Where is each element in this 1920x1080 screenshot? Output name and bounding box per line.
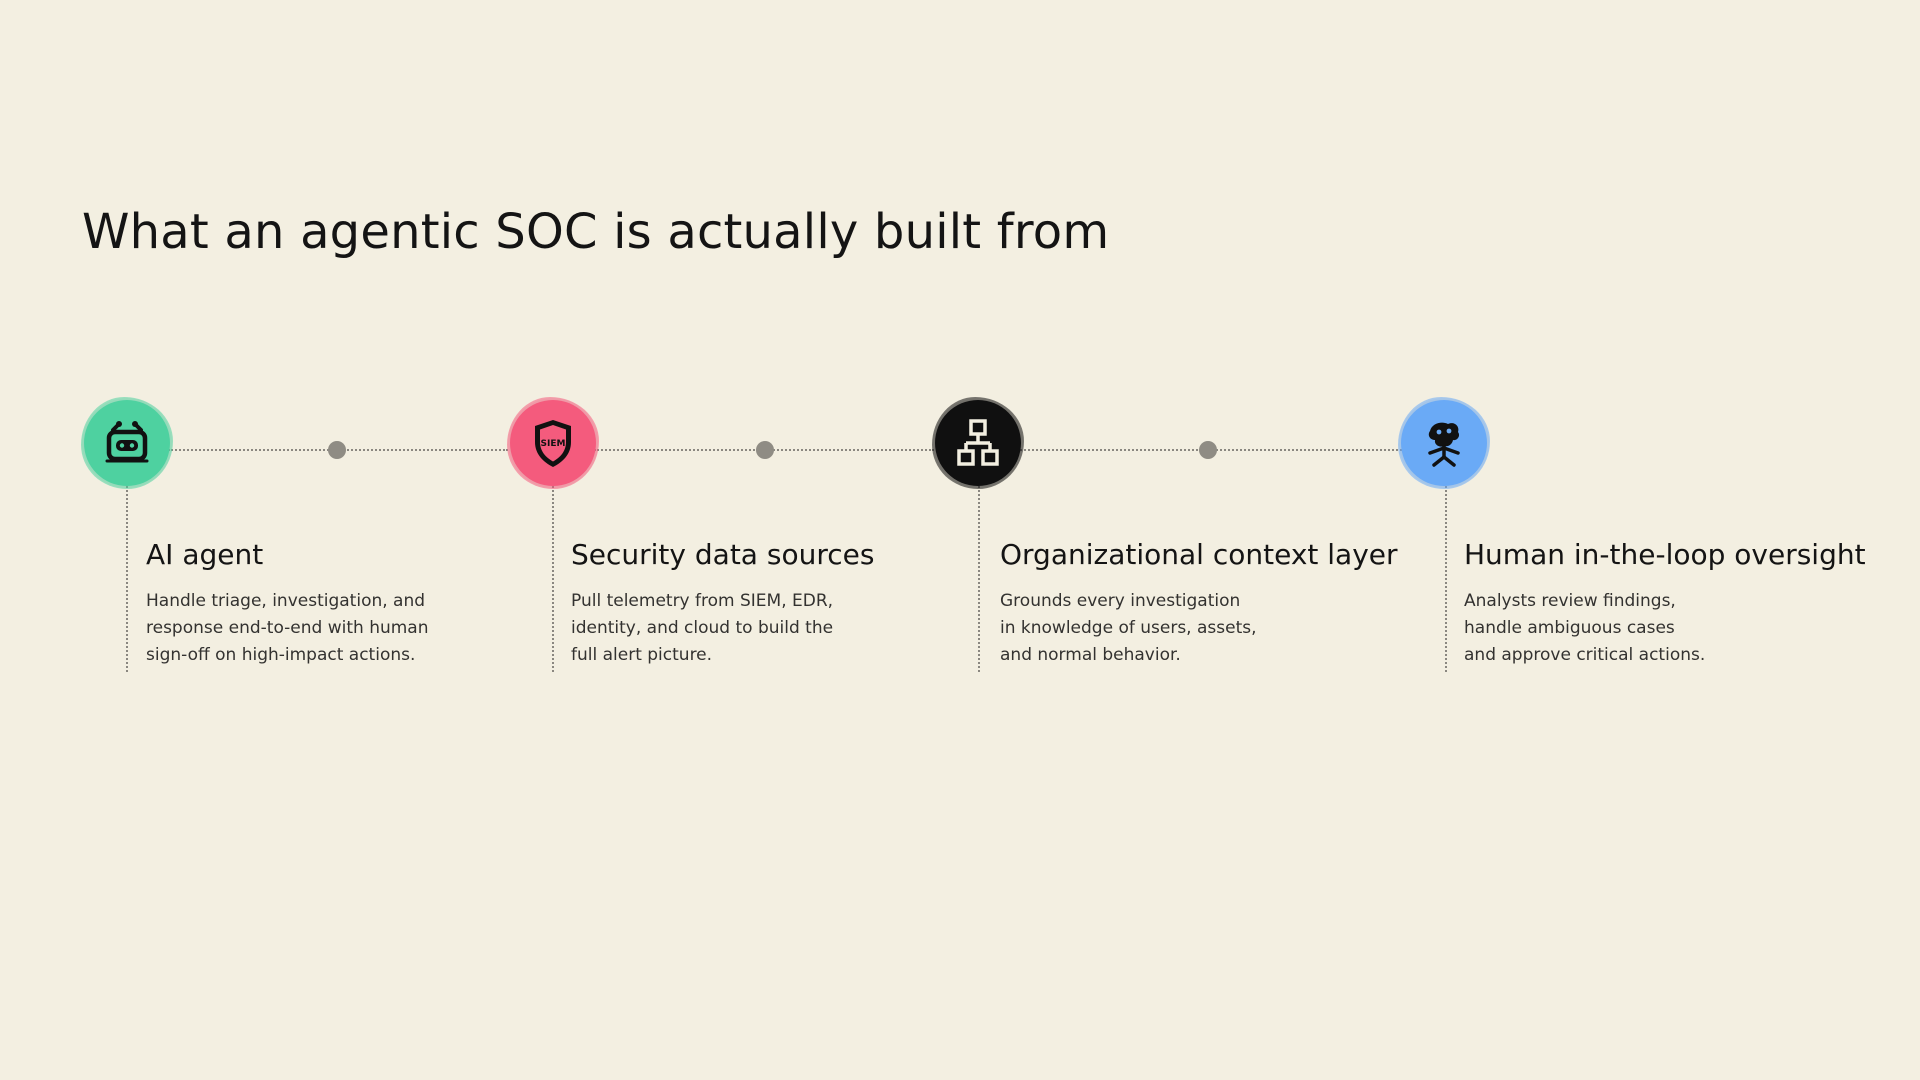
timeline-dot	[328, 441, 346, 459]
timeline-dot	[756, 441, 774, 459]
step-description-line: Pull telemetry from SIEM, EDR,	[571, 590, 834, 611]
timeline-connector	[594, 449, 934, 451]
step-description-line: response end-to-end with human	[146, 617, 429, 638]
robot-icon	[105, 421, 149, 463]
timeline-connector	[1020, 449, 1402, 451]
human-icon	[1428, 422, 1460, 467]
step-title: AI agent	[146, 538, 264, 571]
step-organizational-context: Organizational context layer Grounds eve…	[1000, 538, 1398, 669]
step-title: Human in-the-loop oversight	[1464, 538, 1866, 571]
ai-agent-badge	[81, 397, 173, 489]
page-title: What an agentic SOC is actually built fr…	[82, 204, 1110, 260]
hierarchy-icon	[957, 419, 999, 466]
step-description-line: sign-off on high-impact actions.	[146, 644, 416, 665]
step-description-line: handle ambiguous cases	[1464, 617, 1675, 638]
step-description: Analysts review findings, handle ambiguo…	[1464, 588, 1866, 669]
siem-shield-icon: SIEM	[535, 420, 571, 467]
step-stem	[126, 486, 128, 672]
step-stem	[978, 486, 980, 672]
step-description: Grounds every investigation in knowledge…	[1000, 588, 1398, 669]
step-human-oversight: Human in-the-loop oversight Analysts rev…	[1464, 538, 1866, 669]
timeline-connector	[168, 449, 508, 451]
step-description-line: Handle triage, investigation, and	[146, 590, 426, 611]
step-description-line: and normal behavior.	[1000, 644, 1181, 665]
step-description-line: and approve critical actions.	[1464, 644, 1706, 665]
security-data-badge: SIEM	[507, 397, 599, 489]
human-oversight-badge	[1398, 397, 1490, 489]
siem-label: SIEM	[541, 439, 566, 449]
step-stem	[1445, 486, 1447, 672]
step-description-line: identity, and cloud to build the	[571, 617, 834, 638]
step-title: Security data sources	[571, 538, 875, 571]
step-title: Organizational context layer	[1000, 538, 1398, 571]
step-ai-agent: AI agent Handle triage, investigation, a…	[146, 538, 429, 669]
step-description-line: Grounds every investigation	[1000, 590, 1241, 611]
step-description-line: Analysts review findings,	[1464, 590, 1676, 611]
step-description-line: full alert picture.	[571, 644, 713, 665]
org-context-badge	[932, 397, 1024, 489]
step-stem	[552, 486, 554, 672]
timeline-dot	[1199, 441, 1217, 459]
step-description: Handle triage, investigation, and respon…	[146, 588, 429, 669]
step-security-data-sources: Security data sources Pull telemetry fro…	[571, 538, 874, 669]
step-description: Pull telemetry from SIEM, EDR, identity,…	[571, 588, 874, 669]
step-description-line: in knowledge of users, assets,	[1000, 617, 1257, 638]
